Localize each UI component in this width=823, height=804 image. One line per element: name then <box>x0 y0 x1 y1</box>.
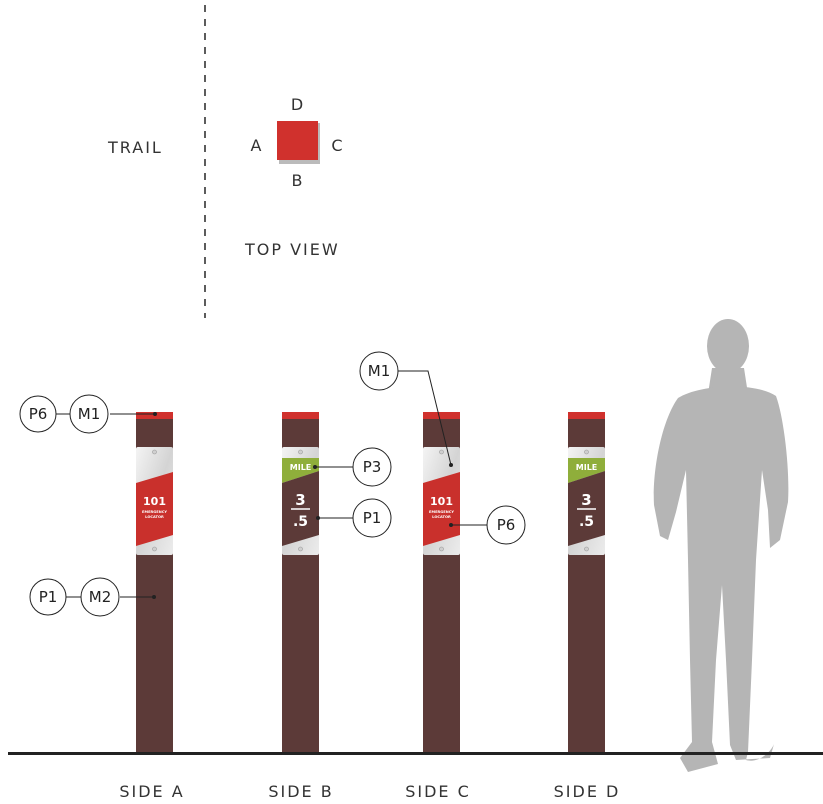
top-side-a-label: A <box>251 136 262 155</box>
callout-label: M2 <box>89 588 112 606</box>
top-side-c-label: C <box>331 136 342 155</box>
post-cap <box>568 412 605 419</box>
panel-rivet <box>152 449 157 455</box>
callout-label: M1 <box>78 405 101 423</box>
callout-p1-side-a: P1 <box>29 578 67 616</box>
top-side-b-label: B <box>292 171 303 190</box>
callout-label: P6 <box>497 516 516 534</box>
mile-panel-green <box>282 458 319 483</box>
callout-m1-side-c: M1 <box>359 351 399 391</box>
side-a-label: SIDE A <box>119 782 184 801</box>
emergency-panel-red <box>423 472 460 546</box>
mile-whole: 3 <box>581 491 591 509</box>
panel-rivet <box>298 546 303 552</box>
panel-rivet <box>584 546 589 552</box>
top-side-d-label: D <box>291 95 303 114</box>
panel-rivet <box>584 449 589 455</box>
callout-m2-side-a: M2 <box>80 577 120 617</box>
leader-dots <box>152 412 453 599</box>
post-cap <box>282 412 319 419</box>
panel-rivet <box>439 449 444 455</box>
mile-fraction: .5 <box>293 514 308 530</box>
top-view-post-square <box>277 121 318 160</box>
post-side-b: MILE 3 .5 <box>282 412 319 753</box>
callout-p1-side-b: P1 <box>352 498 392 538</box>
emergency-number: 101 <box>143 495 166 508</box>
post-cap <box>423 412 460 419</box>
ground-line <box>8 752 823 755</box>
panel-rivet <box>298 449 303 455</box>
side-b-label: SIDE B <box>268 782 333 801</box>
emergency-line2: LOCATOR <box>145 515 164 519</box>
emergency-panel-red <box>136 472 173 546</box>
panel-rivet <box>439 546 444 552</box>
mile-panel-green <box>568 458 605 483</box>
callout-label: P1 <box>39 588 58 606</box>
callout-p3-side-b: P3 <box>352 447 392 487</box>
callout-label: P3 <box>363 458 382 476</box>
top-view-label: TOP VIEW <box>244 240 340 259</box>
mile-label: MILE <box>290 463 312 472</box>
post-side-a: 101 EMERGENCY LOCATOR <box>136 412 173 753</box>
post-side-d: MILE 3 .5 <box>568 412 605 753</box>
side-c-label: SIDE C <box>405 782 471 801</box>
panel-rivet <box>152 546 157 552</box>
callout-p6-side-c: P6 <box>486 505 526 545</box>
mile-label: MILE <box>576 463 598 472</box>
callout-m1-side-a: M1 <box>69 394 109 434</box>
leader-lines <box>110 370 487 598</box>
trail-label: TRAIL <box>107 138 163 157</box>
side-d-label: SIDE D <box>554 782 621 801</box>
callout-label: M1 <box>368 362 391 380</box>
emergency-number: 101 <box>430 495 453 508</box>
callout-label: P1 <box>363 509 382 527</box>
mile-fraction: .5 <box>579 514 594 530</box>
emergency-line1: EMERGENCY <box>142 510 167 514</box>
emergency-line2: LOCATOR <box>432 515 451 519</box>
post-side-c: 101 EMERGENCY LOCATOR <box>423 412 460 753</box>
callout-p6-side-a: P6 <box>19 395 57 433</box>
callout-label: P6 <box>29 405 48 423</box>
emergency-line1: EMERGENCY <box>429 510 454 514</box>
human-silhouette <box>653 319 789 772</box>
mile-whole: 3 <box>295 491 305 509</box>
